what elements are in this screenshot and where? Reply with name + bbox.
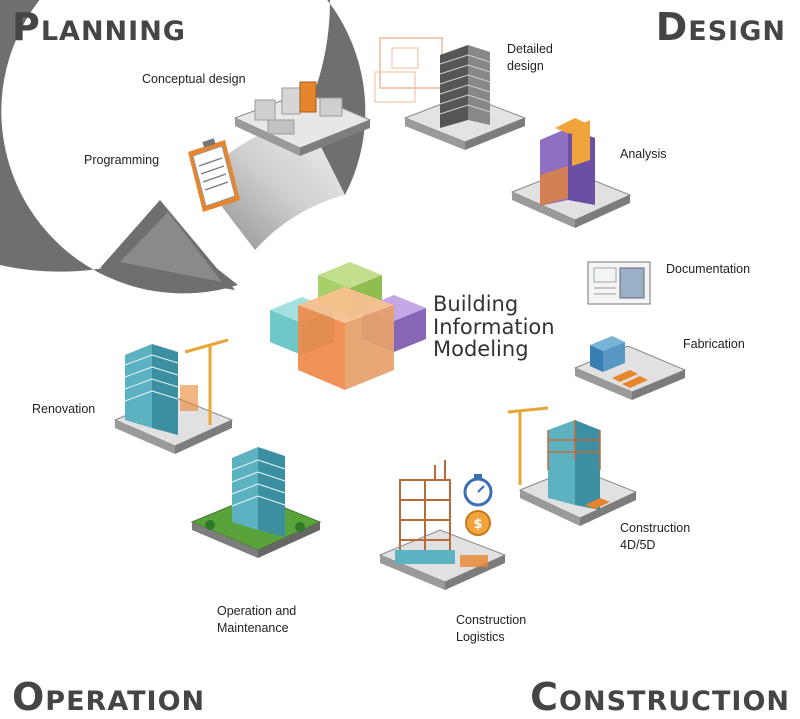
- label-operation-maintenance-line2: Maintenance: [217, 620, 289, 635]
- bim-title-line3: Modeling: [433, 337, 529, 362]
- label-documentation: Documentation: [666, 262, 751, 276]
- crane-icon: [184, 338, 229, 425]
- label-detailed-design: Detailed design: [507, 41, 553, 75]
- bim-cubes-logo: [270, 262, 426, 390]
- label-operation-maintenance-line1: Operation and: [217, 604, 297, 618]
- coin-icon: $: [465, 510, 491, 536]
- fabrication-model: [573, 336, 687, 400]
- phase-operation: Operation: [12, 675, 206, 719]
- label-programming: Programming: [84, 153, 160, 167]
- documentation-sheets: [587, 261, 651, 305]
- detailed-design-model: [374, 37, 527, 150]
- conceptual-design-model: [233, 81, 372, 156]
- phase-planning: Planning: [12, 5, 186, 49]
- label-construction-logistics: Construction Logistics: [456, 612, 526, 646]
- clipboard-icon: [188, 138, 240, 212]
- construction-4d5d-model: [507, 406, 638, 526]
- label-analysis: Analysis: [620, 147, 667, 161]
- construction-logistics-model: [378, 460, 507, 590]
- label-fabrication: Fabrication: [683, 337, 745, 351]
- lifecycle-ring: [0, 0, 366, 294]
- analysis-model: [510, 118, 632, 228]
- label-detailed-design-line1: Detailed: [507, 42, 553, 56]
- label-construction-logistics-line1: Construction: [456, 613, 527, 627]
- phase-construction: Construction: [530, 675, 790, 719]
- label-operation-maintenance: Operation and Maintenance: [217, 603, 296, 637]
- label-renovation: Renovation: [32, 402, 96, 416]
- phase-design: Design: [655, 5, 786, 49]
- svg-text:$: $: [473, 517, 482, 532]
- bim-title-line1: Building: [433, 292, 519, 316]
- stopwatch-icon: [463, 474, 493, 507]
- label-construction-logistics-line2: Logistics: [456, 629, 505, 644]
- label-detailed-design-line2: design: [507, 58, 544, 73]
- label-conceptual-design: Conceptual design: [142, 72, 246, 86]
- operation-maintenance-model: [190, 447, 322, 558]
- renovation-model: [113, 338, 234, 454]
- bim-title: Building Information Modeling: [433, 293, 555, 361]
- label-construction-4d5d-line2: 4D/5D: [620, 537, 656, 552]
- bim-title-line2: Information: [433, 314, 555, 339]
- label-construction-4d5d-line1: Construction: [620, 521, 691, 535]
- label-construction-4d5d: Construction 4D/5D: [620, 520, 690, 554]
